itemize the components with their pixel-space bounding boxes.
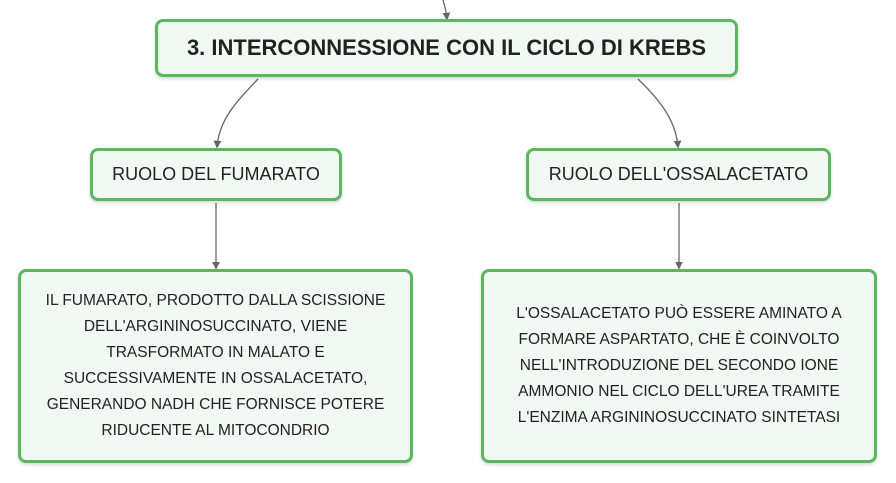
- detail-text-fumarato: IL FUMARATO, PRODOTTO DALLA SCISSIONE DE…: [45, 292, 386, 439]
- connector-incoming-main: [442, 0, 451, 21]
- subtopic-label-ossalacetato: RUOLO DELL'OSSALACETATO: [548, 164, 809, 184]
- subtopic-node-ossalacetato[interactable]: RUOLO DELL'OSSALACETATO: [526, 148, 831, 201]
- main-topic-label: 3. INTERCONNESSIONE CON IL CICLO DI KREB…: [186, 35, 707, 60]
- connector-main-to-fumarato: [213, 78, 259, 149]
- detail-text-ossalacetato: L'OSSALACETATO PUÒ ESSERE AMINATO A FORM…: [516, 305, 842, 426]
- detail-node-fumarato[interactable]: IL FUMARATO, PRODOTTO DALLA SCISSIONE DE…: [18, 269, 413, 463]
- detail-node-ossalacetato[interactable]: L'OSSALACETATO PUÒ ESSERE AMINATO A FORM…: [481, 269, 877, 463]
- subtopic-node-fumarato[interactable]: RUOLO DEL FUMARATO: [90, 148, 342, 201]
- main-topic-node[interactable]: 3. INTERCONNESSIONE CON IL CICLO DI KREB…: [155, 19, 738, 77]
- connector-main-to-ossalacetato: [637, 78, 682, 149]
- subtopic-label-fumarato: RUOLO DEL FUMARATO: [112, 164, 320, 184]
